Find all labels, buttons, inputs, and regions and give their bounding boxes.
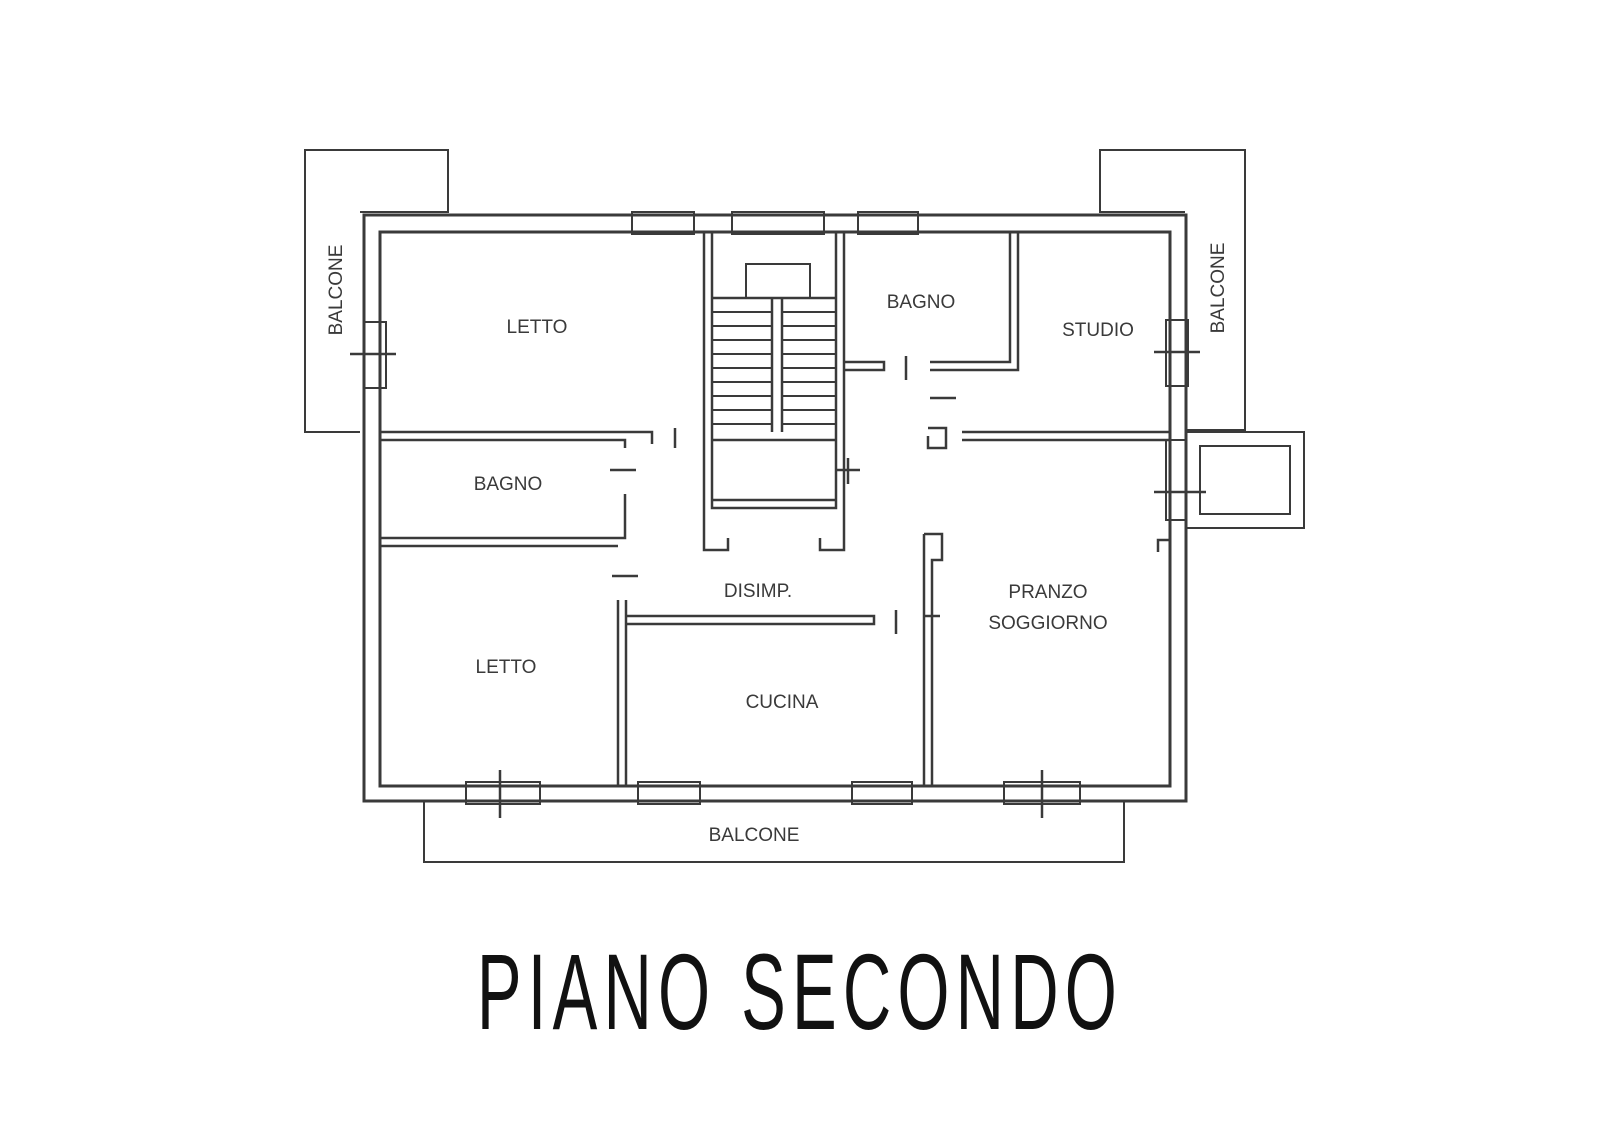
room-label-soggiorno: SOGGIORNO	[988, 613, 1107, 634]
room-label-letto-bottom: LETTO	[476, 657, 537, 678]
staircase	[712, 263, 836, 442]
room-label-disimp: DISIMP.	[724, 581, 792, 602]
room-label-bagno-top: BAGNO	[887, 292, 956, 313]
room-label-balcone-left: BALCONE	[326, 245, 347, 336]
room-label-balcone-right: BALCONE	[1208, 243, 1229, 334]
interior-walls	[380, 232, 1170, 786]
balcony-right	[1099, 149, 1246, 431]
room-label-letto-top: LETTO	[507, 317, 568, 338]
balcony-bottom	[423, 800, 1125, 863]
room-label-studio: STUDIO	[1062, 320, 1134, 341]
top-windows	[631, 211, 919, 235]
room-label-cucina: CUCINA	[746, 692, 819, 713]
side-windows	[350, 319, 1305, 529]
floor-title: PIANO SECONDO	[476, 931, 1124, 1052]
bottom-windows	[465, 770, 1081, 818]
room-label-bagno-left: BAGNO	[474, 474, 543, 495]
room-label-balcone-bottom: BALCONE	[709, 825, 800, 846]
room-label-pranzo: PRANZO	[1008, 582, 1087, 603]
balcony-left	[304, 149, 449, 433]
